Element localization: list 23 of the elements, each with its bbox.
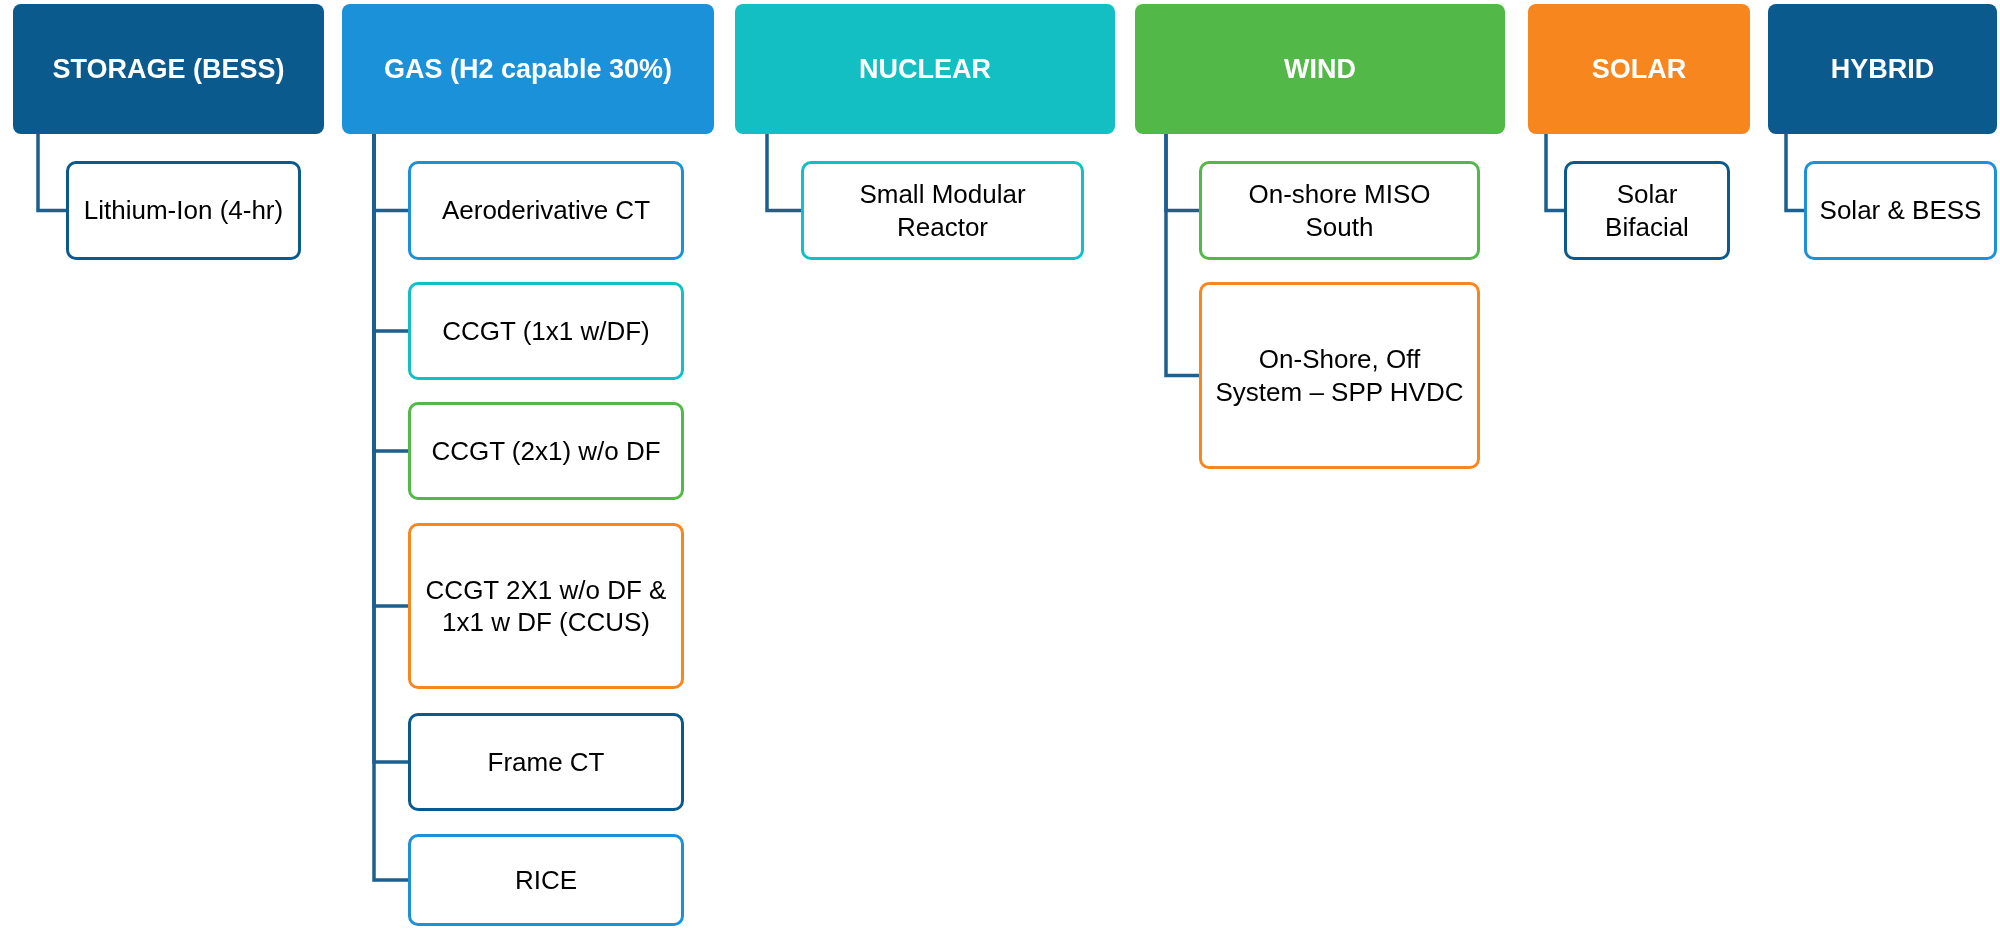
technology-box: CCGT (1x1 w/DF)	[408, 282, 684, 380]
category-header: GAS (H2 capable 30%)	[342, 4, 714, 134]
technology-box: RICE	[408, 834, 684, 926]
connector-line	[36, 134, 66, 213]
technology-box: CCGT 2X1 w/o DF & 1x1 w DF (CCUS)	[408, 523, 684, 689]
technology-box: Lithium-Ion (4-hr)	[66, 161, 301, 260]
category-header: SOLAR	[1528, 4, 1750, 134]
technology-box: On-shore MISO South	[1199, 161, 1480, 260]
category-header: WIND	[1135, 4, 1505, 134]
technology-box: On-Shore, Off System – SPP HVDC	[1199, 282, 1480, 469]
technology-box: Small Modular Reactor	[801, 161, 1084, 260]
technology-box: Aeroderivative CT	[408, 161, 684, 260]
connector-line	[1784, 134, 1804, 213]
connector-line	[1164, 134, 1199, 378]
category-header: NUCLEAR	[735, 4, 1115, 134]
technology-box: Solar & BESS	[1804, 161, 1997, 260]
category-header: HYBRID	[1768, 4, 1997, 134]
technology-box: Frame CT	[408, 713, 684, 811]
connector-line	[1544, 134, 1564, 213]
technology-box: CCGT (2x1) w/o DF	[408, 402, 684, 500]
category-header: STORAGE (BESS)	[13, 4, 324, 134]
connector-line	[765, 134, 801, 213]
technology-box: Solar Bifacial	[1564, 161, 1730, 260]
